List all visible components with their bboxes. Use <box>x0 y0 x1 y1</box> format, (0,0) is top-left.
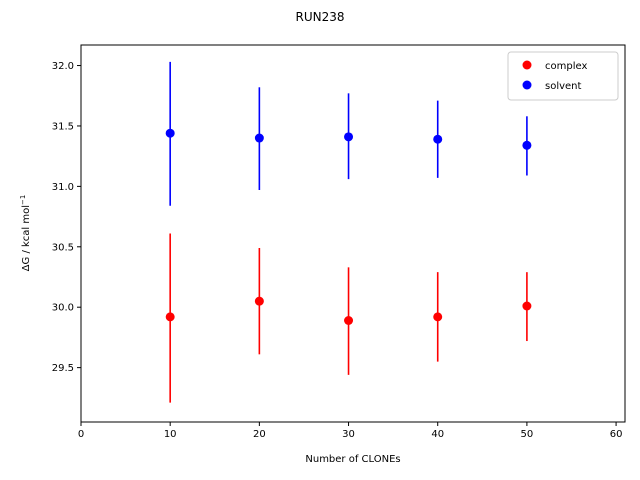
solvent-point-4 <box>522 140 532 150</box>
series-solvent <box>165 61 532 206</box>
x-axis-label: Number of CLONEs <box>305 454 400 465</box>
y-tick-label-5: 32.0 <box>52 61 74 72</box>
complex-point-3 <box>433 312 443 322</box>
solvent-point-2 <box>344 132 354 142</box>
solvent-point-1 <box>254 133 264 143</box>
y-tick-label-0: 29.5 <box>52 363 74 374</box>
y-axis-label-main: ΔG / kcal mol <box>21 205 32 271</box>
x-tick-label-3: 30 <box>342 429 355 440</box>
x-tick-label-5: 50 <box>521 429 534 440</box>
legend-label-complex: complex <box>545 61 587 72</box>
x-tick-label-1: 10 <box>164 429 177 440</box>
y-tick-label-1: 30.0 <box>52 303 74 314</box>
plot-area: 0 10 20 30 40 50 60 29.5 30.0 30.5 31.0 31.5 32.0 <box>52 44 626 440</box>
x-tick-label-4: 40 <box>431 429 444 440</box>
legend-marker-complex <box>522 60 532 70</box>
complex-point-2 <box>344 316 354 325</box>
series-complex <box>165 233 532 403</box>
y-tick-label-2: 30.5 <box>52 242 74 253</box>
axes-frame <box>80 44 626 423</box>
y-tick-label-4: 31.5 <box>52 121 74 132</box>
legend-box <box>507 51 619 101</box>
complex-point-4 <box>522 301 532 311</box>
solvent-point-3 <box>433 134 443 144</box>
chart-title: RUN238 <box>295 10 344 24</box>
legend-label-solvent: solvent <box>545 81 582 92</box>
y-axis-label: ΔG / kcal mol−1 <box>19 195 32 272</box>
x-tick-label-0: 0 <box>78 429 84 440</box>
complex-point-0 <box>165 312 175 322</box>
y-axis-label-superscript: −1 <box>19 195 27 205</box>
x-tick-label-6: 60 <box>610 429 623 440</box>
legend-marker-solvent <box>522 80 532 90</box>
legend: complex solvent <box>507 51 619 101</box>
complex-point-1 <box>254 296 264 306</box>
x-tick-label-2: 20 <box>253 429 266 440</box>
y-tick-label-3: 31.0 <box>52 182 74 193</box>
solvent-point-0 <box>165 128 175 138</box>
